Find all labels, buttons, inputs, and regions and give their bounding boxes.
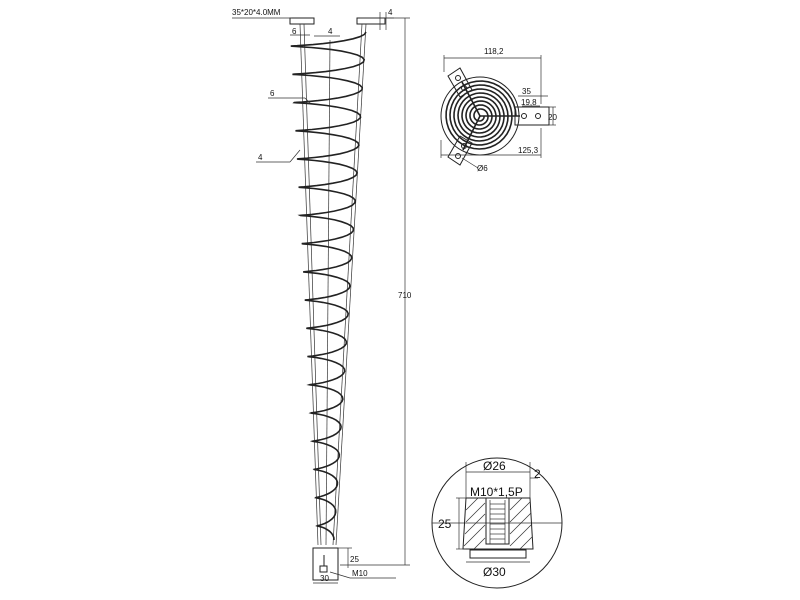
rods [299,23,367,546]
foot-base [469,549,527,559]
top-right-plate [356,17,386,25]
tab-right [514,106,550,126]
detail-height-label: 25 [438,517,452,531]
foot-slot [319,555,328,573]
inner-offset-label: 4 [328,27,333,36]
hole-spacing-label: 19,8 [521,98,537,107]
tab-width-label: 20 [548,113,557,122]
plate-spec-label: 35*20*4.0MM [232,8,281,17]
foot-thread-label: M10 [352,569,368,578]
top-diameter-label: Ø26 [483,459,506,473]
foot-block [312,547,339,581]
arm-top [461,81,481,117]
hole-diameter-label: Ø6 [477,164,488,173]
hatching [463,497,533,550]
left-offset-label: 6 [292,27,297,36]
plate-thickness-label: 4 [388,8,393,17]
coil-helix [290,31,367,541]
thread-label: M10*1,5P [470,485,523,499]
foot-detail-view: Ø26 2 M10*1,5P 25 Ø30 [431,457,563,589]
bottom-diameter-label: Ø30 [483,565,506,579]
top-left-plate [289,17,315,25]
diameter-label: 125,3 [518,146,539,155]
rod-wire-label: 4 [258,153,263,162]
thread-hole [485,497,510,545]
tab-length-label: 35 [522,87,531,96]
foot-width-label: 30 [320,574,329,583]
overall-width-label: 118,2 [484,47,504,56]
tab-bottom [447,135,473,166]
top-gap-label: 2 [534,467,541,481]
height-label: 710 [398,291,412,300]
tab-top [447,67,473,98]
foot-body [462,497,534,550]
coil-wire-label: 6 [270,89,275,98]
thread-lines [489,500,506,544]
foot-height-label: 25 [350,555,359,564]
main-side-view: 35*20*4.0MM 4 6 4 6 4 710 25 30 M10 [232,8,412,584]
top-view: 118,2 35 19,8 20 125,3 Ø6 [440,47,557,173]
